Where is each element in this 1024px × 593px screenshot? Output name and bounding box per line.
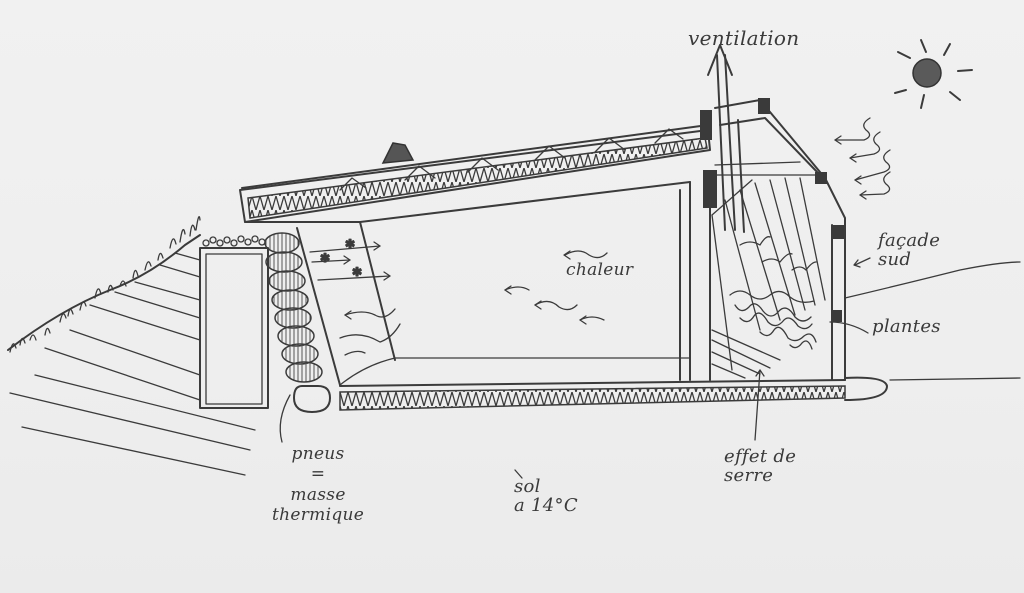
label-ventilation: ventilation: [688, 26, 800, 50]
greenhouse: [711, 98, 846, 381]
insulated-roof: [239, 110, 717, 223]
earth-berm: [7, 216, 256, 476]
label-sol-14c: sol a 14°C: [514, 476, 578, 516]
label-pointers: [279, 257, 871, 479]
interior-room: [244, 181, 846, 387]
label-effet-de-serre: effet de serre: [724, 446, 797, 486]
heat-arrows: [339, 250, 608, 356]
ground-line-low: [889, 377, 1021, 381]
label-chaleur: chaleur: [566, 260, 634, 280]
label-facade-sud: façade sud: [878, 230, 941, 270]
label-plantes: plantes: [872, 316, 941, 337]
cold-air-arrows: ✱ ✱ ✱: [309, 236, 391, 281]
plants: [729, 290, 817, 350]
label-pneus-masse-thermique: pneus = masse thermique: [272, 444, 365, 526]
sun-icon: [894, 39, 973, 109]
sunlight-arrows: [834, 117, 891, 200]
tire-wall: [264, 227, 341, 413]
ground-line: [844, 261, 1021, 299]
greenhouse-heat-arrows: [739, 236, 817, 271]
svg-text:✱: ✱: [345, 237, 355, 251]
ventilation-arrows: [707, 44, 745, 233]
buried-back-wall: [199, 235, 269, 409]
svg-text:✱: ✱: [352, 265, 362, 279]
insulated-floor: [339, 376, 888, 411]
svg-text:✱: ✱: [320, 251, 330, 265]
